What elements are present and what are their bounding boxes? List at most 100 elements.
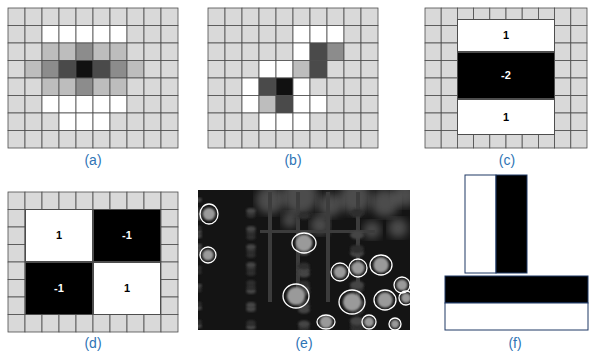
panel-caption: (f) xyxy=(485,335,545,351)
grid-cell xyxy=(110,315,127,333)
grid-cell xyxy=(293,113,310,131)
grid-cell xyxy=(208,113,225,131)
grid-cell xyxy=(208,26,225,44)
grid-cell xyxy=(293,96,310,114)
grid-cell xyxy=(59,315,76,333)
filter-region: 1 xyxy=(457,99,555,135)
grid-cell xyxy=(144,26,161,44)
grid-cell xyxy=(310,43,327,61)
grid-cell xyxy=(42,78,59,96)
grid-cell xyxy=(93,78,110,96)
grid-cell xyxy=(8,245,25,263)
grid-cell xyxy=(310,78,327,96)
grid-cell xyxy=(8,315,25,333)
grid-cell xyxy=(259,43,276,61)
grid-cell xyxy=(310,61,327,79)
leaf xyxy=(350,245,364,253)
haar-box xyxy=(445,276,588,303)
flower xyxy=(401,293,410,303)
grid-cell xyxy=(8,61,25,79)
grid-cell xyxy=(42,8,59,26)
flower xyxy=(334,266,347,279)
bokeh-light xyxy=(393,190,410,207)
grid-cell xyxy=(225,43,242,61)
grid-cell xyxy=(42,113,59,131)
grid-cell xyxy=(25,315,42,333)
leaf xyxy=(246,320,256,326)
grid-cell xyxy=(93,131,110,149)
leaf xyxy=(350,231,364,239)
blob-circle xyxy=(200,247,216,263)
filter-region: -2 xyxy=(457,52,555,99)
grid-cell xyxy=(42,26,59,44)
grid-cell xyxy=(425,131,441,149)
grid-cell xyxy=(76,113,93,131)
grid-cell xyxy=(42,61,59,79)
grid-cell xyxy=(293,78,310,96)
grid-cell xyxy=(225,113,242,131)
grid-cell xyxy=(110,131,127,149)
box-filter-grid xyxy=(8,192,178,332)
grid-cell xyxy=(127,61,144,79)
grid-cell xyxy=(276,113,293,131)
flower xyxy=(373,257,388,272)
grid-cell xyxy=(208,78,225,96)
flower xyxy=(202,249,213,260)
grid-cell xyxy=(361,96,378,114)
grid-cell xyxy=(555,96,571,114)
grid-cell xyxy=(327,131,344,149)
flower xyxy=(203,208,216,221)
grid-cell xyxy=(441,26,457,44)
grid-cell xyxy=(110,113,127,131)
grid-cell xyxy=(208,61,225,79)
weight-value: 1 xyxy=(124,282,130,294)
grid-cell xyxy=(144,61,161,79)
flower xyxy=(287,287,305,305)
leaf xyxy=(198,302,202,307)
grid-cell xyxy=(276,131,293,149)
grid-cell xyxy=(344,113,361,131)
grid-cell xyxy=(161,192,178,210)
grid-cell xyxy=(161,262,178,280)
grid-cell xyxy=(242,8,259,26)
grid-cell xyxy=(8,78,25,96)
grid-cell xyxy=(425,96,441,114)
grid-cell xyxy=(110,78,127,96)
grid-cell xyxy=(144,78,161,96)
grid-cell xyxy=(310,26,327,44)
grid-cell xyxy=(344,78,361,96)
grid-cell xyxy=(344,61,361,79)
grid-cell xyxy=(110,61,127,79)
grid-cell xyxy=(127,8,144,26)
blob-circle xyxy=(399,291,410,305)
kernel-grid xyxy=(208,8,378,148)
grid-cell xyxy=(327,96,344,114)
grid-cell xyxy=(161,245,178,263)
grid-cell xyxy=(441,43,457,61)
leaf xyxy=(198,266,202,271)
grid-cell xyxy=(225,26,242,44)
grid-cell xyxy=(161,315,178,333)
leaf xyxy=(246,302,256,308)
flower xyxy=(377,292,392,307)
grid-cell xyxy=(59,8,76,26)
leaf xyxy=(246,280,256,286)
panel-caption: (c) xyxy=(477,152,537,168)
grid-cell xyxy=(361,131,378,149)
grid-cell xyxy=(161,43,178,61)
haar-box xyxy=(445,303,588,330)
leaf xyxy=(198,284,202,289)
grid-cell xyxy=(361,78,378,96)
leaf xyxy=(246,262,256,268)
grid-cell xyxy=(242,96,259,114)
grid-cell xyxy=(571,78,587,96)
grid-cell xyxy=(571,96,587,114)
grid-cell xyxy=(76,43,93,61)
panel-caption: (b) xyxy=(263,152,323,168)
grid-cell xyxy=(25,43,42,61)
grid-cell xyxy=(276,26,293,44)
leaf xyxy=(298,320,310,327)
grid-cell xyxy=(242,61,259,79)
grid-cell xyxy=(225,131,242,149)
grid-cell xyxy=(259,61,276,79)
